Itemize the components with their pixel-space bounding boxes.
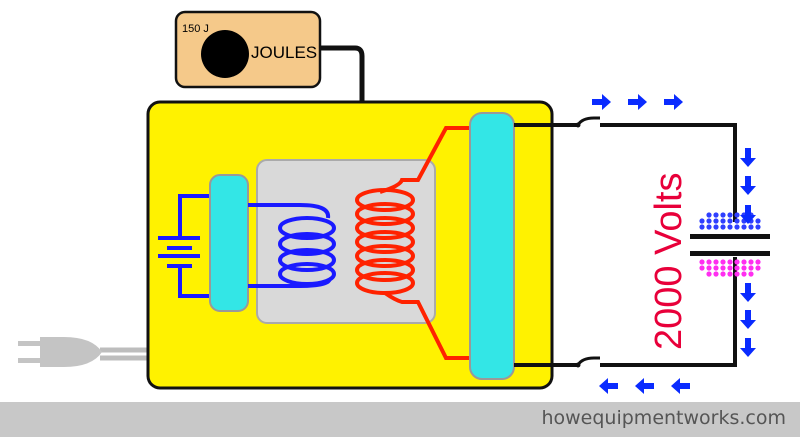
negative-charge-dot <box>706 212 712 218</box>
current-arrow-down <box>740 283 756 302</box>
bottom-switch-pivot <box>575 362 581 368</box>
primary-terminal <box>209 174 249 312</box>
current-arrow-left <box>635 378 654 394</box>
positive-charge-dot <box>713 259 719 265</box>
positive-charge-dot <box>713 265 719 271</box>
positive-charge-dot <box>706 265 712 271</box>
positive-charges <box>699 259 761 277</box>
current-arrows <box>592 94 756 394</box>
negative-charge-dot <box>706 224 712 230</box>
positive-charge-dot <box>720 259 726 265</box>
negative-charge-dot <box>720 212 726 218</box>
current-arrow-down <box>740 148 756 167</box>
current-arrow-right <box>664 94 683 110</box>
primary-coil <box>248 203 336 288</box>
footer-bar: howequipmentworks.com <box>0 402 800 437</box>
current-arrow-right <box>592 94 611 110</box>
negative-charges <box>699 212 761 230</box>
voltage-label: 2000 Volts <box>648 173 690 350</box>
dial-cable <box>318 45 365 102</box>
secondary-coil <box>355 126 470 360</box>
negative-charge-dot <box>720 218 726 224</box>
negative-charge-dot <box>699 224 705 230</box>
positive-charge-dot <box>755 259 761 265</box>
positive-charge-dot <box>734 259 740 265</box>
positive-charge-dot <box>727 271 733 277</box>
positive-charge-dot <box>713 271 719 277</box>
positive-charge-dot <box>734 265 740 271</box>
current-arrow-down <box>740 205 756 224</box>
positive-charge-dot <box>734 271 740 277</box>
positive-charge-dot <box>699 259 705 265</box>
power-plug-icon <box>18 337 168 367</box>
positive-charge-dot <box>720 265 726 271</box>
capacitor-bottom-plate <box>690 251 770 256</box>
positive-charge-dot <box>755 265 761 271</box>
energy-knob-pointer <box>205 35 228 57</box>
current-arrow-down <box>740 176 756 195</box>
positive-charge-dot <box>741 265 747 271</box>
positive-charge-dot <box>727 259 733 265</box>
negative-charge-dot <box>741 224 747 230</box>
negative-charge-dot <box>734 218 740 224</box>
positive-charge-dot <box>748 265 754 271</box>
current-arrow-left <box>599 378 618 394</box>
negative-charge-dot <box>727 224 733 230</box>
positive-charge-dot <box>748 271 754 277</box>
positive-charge-dot <box>706 271 712 277</box>
negative-charge-dot <box>727 218 733 224</box>
transformer-core <box>256 159 436 324</box>
battery-icon <box>158 194 212 298</box>
negative-charge-dot <box>748 224 754 230</box>
positive-charge-dot <box>727 265 733 271</box>
current-arrow-right <box>628 94 647 110</box>
positive-charge-dot <box>706 259 712 265</box>
negative-charge-dot <box>706 218 712 224</box>
current-arrow-down <box>740 338 756 357</box>
negative-charge-dot <box>755 224 761 230</box>
negative-charge-dot <box>699 218 705 224</box>
positive-charge-dot <box>741 271 747 277</box>
positive-charge-dot <box>699 265 705 271</box>
energy-setting-label: 150 J <box>182 23 209 35</box>
negative-charge-dot <box>713 224 719 230</box>
capacitor-top-plate <box>690 234 770 239</box>
negative-charge-dot <box>734 224 740 230</box>
positive-charge-dot <box>720 271 726 277</box>
negative-charge-dot <box>734 212 740 218</box>
negative-charge-dot <box>755 218 761 224</box>
negative-charge-dot <box>727 212 733 218</box>
negative-charge-dot <box>720 224 726 230</box>
top-switch-pivot <box>575 122 581 128</box>
positive-charge-dot <box>741 259 747 265</box>
joules-label: JOULES <box>251 43 317 62</box>
positive-charge-dot <box>748 259 754 265</box>
current-arrow-left <box>671 378 690 394</box>
negative-charge-dot <box>713 218 719 224</box>
secondary-terminal <box>469 112 515 380</box>
site-credit: howequipmentworks.com <box>541 407 786 429</box>
current-arrow-down <box>740 310 756 329</box>
negative-charge-dot <box>713 212 719 218</box>
